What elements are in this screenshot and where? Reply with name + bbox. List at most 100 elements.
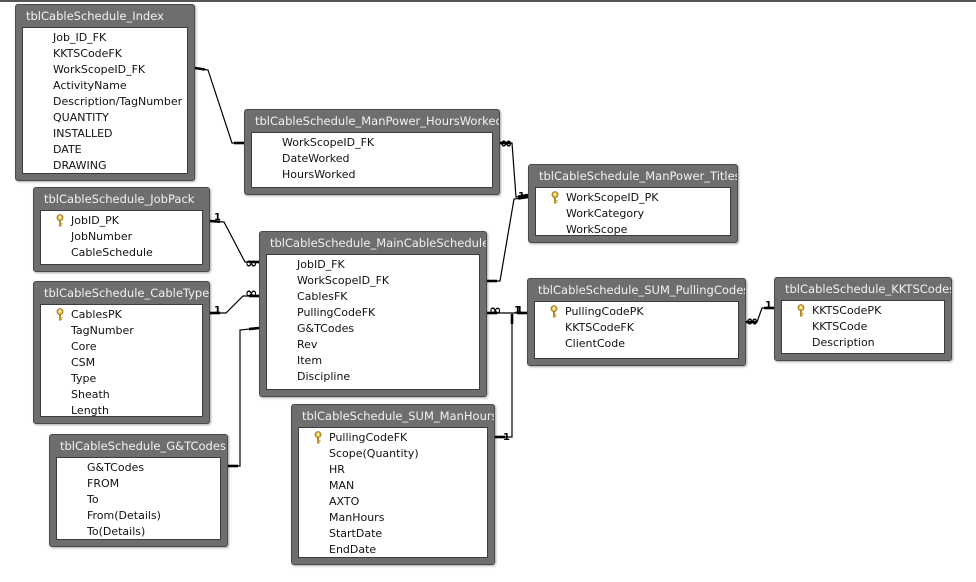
primary-key-field[interactable]: PullingCodePK bbox=[535, 304, 738, 320]
field[interactable]: HR bbox=[299, 462, 487, 478]
field-name: TagNumber bbox=[71, 324, 134, 337]
field[interactable]: Core bbox=[41, 339, 202, 355]
table-title[interactable]: tblCableSchedule_ManPower_Titles bbox=[539, 169, 737, 183]
field[interactable]: G&TCodes bbox=[267, 321, 479, 337]
field[interactable]: StartDate bbox=[299, 526, 487, 542]
field[interactable]: Scope(Quantity) bbox=[299, 446, 487, 462]
field-name: DRAWING bbox=[53, 159, 107, 172]
field[interactable]: JobNumber bbox=[41, 229, 202, 245]
field[interactable]: FROM bbox=[57, 476, 220, 492]
field-name: JobNumber bbox=[71, 230, 133, 243]
primary-key-field[interactable]: JobID_PK bbox=[41, 213, 202, 229]
field[interactable]: CablesFK bbox=[267, 289, 479, 305]
field[interactable]: MAN bbox=[299, 478, 487, 494]
primary-key-field[interactable]: KKTSCodePK bbox=[782, 303, 944, 319]
field-name: HR bbox=[329, 463, 345, 476]
field[interactable]: Length bbox=[41, 403, 202, 419]
field[interactable]: WorkScopeID_FK bbox=[23, 62, 187, 78]
field-name: Sheath bbox=[71, 388, 110, 401]
field[interactable]: Description/TagNumber bbox=[23, 94, 187, 110]
table-title[interactable]: tblCableSchedule_CableType bbox=[44, 286, 209, 300]
field[interactable]: Sheath bbox=[41, 387, 202, 403]
field[interactable]: QUANTITY bbox=[23, 110, 187, 126]
field[interactable]: Rev bbox=[267, 337, 479, 353]
table-title[interactable]: tblCableSchedule_MainCableSchedule bbox=[270, 236, 486, 250]
field[interactable]: DateWorked bbox=[252, 151, 492, 167]
field[interactable]: INSTALLED bbox=[23, 126, 187, 142]
field[interactable]: To(Details) bbox=[57, 524, 220, 540]
field-name: WorkScope bbox=[566, 223, 628, 236]
field-name: FROM bbox=[87, 477, 120, 490]
field[interactable]: From(Details) bbox=[57, 508, 220, 524]
field[interactable]: Job_ID_FK bbox=[23, 30, 187, 46]
field[interactable]: DATE bbox=[23, 142, 187, 158]
rel-gt-main-line[interactable] bbox=[228, 327, 260, 467]
field[interactable]: TagNumber bbox=[41, 323, 202, 339]
table-title[interactable]: tblCableSchedule_KKTSCodes bbox=[785, 282, 951, 296]
field[interactable]: ManHours bbox=[299, 510, 487, 526]
primary-key-field[interactable]: WorkScopeID_PK bbox=[536, 190, 730, 206]
field[interactable]: AXTO bbox=[299, 494, 487, 510]
cardinality-label: 1 bbox=[214, 212, 221, 223]
rel-titles-main-line[interactable] bbox=[487, 196, 529, 282]
rel-index-hours-line[interactable] bbox=[194, 67, 244, 144]
table-title[interactable]: tblCableSchedule_SUM_PullingCodes bbox=[538, 283, 745, 297]
field[interactable]: KKTSCodeFK bbox=[23, 46, 187, 62]
field[interactable]: KKTSCodeFK bbox=[535, 320, 738, 336]
field[interactable]: HoursWorked bbox=[252, 167, 492, 183]
cardinality-label: ∞ bbox=[245, 284, 258, 302]
field[interactable]: EndDate bbox=[299, 542, 487, 558]
field[interactable]: WorkScopeID_FK bbox=[267, 273, 479, 289]
field[interactable]: WorkScope bbox=[536, 222, 730, 238]
field[interactable]: ActivityName bbox=[23, 78, 187, 94]
rel-manhours-pulling-line[interactable] bbox=[495, 314, 513, 438]
field-name: Type bbox=[71, 372, 97, 385]
field[interactable]: PullingCodeFK bbox=[267, 305, 479, 321]
field-name: KKTSCode bbox=[812, 320, 868, 333]
table-title[interactable]: tblCableSchedule_JobPack bbox=[44, 192, 195, 206]
table-title[interactable]: tblCableSchedule_G&TCodes bbox=[60, 439, 226, 453]
table-title[interactable]: tblCableSchedule_SUM_ManHours bbox=[302, 409, 494, 423]
field[interactable]: KKTSCode bbox=[782, 319, 944, 335]
field-name: ActivityName bbox=[53, 79, 127, 92]
field[interactable]: WorkScopeID_FK bbox=[252, 135, 492, 151]
field[interactable]: WorkCategory bbox=[536, 206, 730, 222]
field[interactable]: CableSchedule bbox=[41, 245, 202, 261]
primary-key-field[interactable]: CablesPK bbox=[41, 307, 202, 323]
field-name: JobID_FK bbox=[297, 258, 345, 271]
field[interactable]: Item bbox=[267, 353, 479, 369]
field-name: INSTALLED bbox=[53, 127, 113, 140]
field[interactable]: G&TCodes bbox=[57, 460, 220, 476]
field-name: Core bbox=[71, 340, 97, 353]
field[interactable]: JobID_FK bbox=[267, 257, 479, 273]
cardinality-label: 1 bbox=[765, 300, 772, 311]
window-top-border bbox=[0, 0, 976, 2]
field-name: PullingCodeFK bbox=[297, 306, 376, 319]
field[interactable]: ClientCode bbox=[535, 336, 738, 352]
field[interactable]: Discipline bbox=[267, 369, 479, 385]
primary-key-icon bbox=[549, 305, 559, 318]
field[interactable]: CSM bbox=[41, 355, 202, 371]
field-name: DATE bbox=[53, 143, 82, 156]
field[interactable]: Type bbox=[41, 371, 202, 387]
field[interactable]: To bbox=[57, 492, 220, 508]
field-name: EndDate bbox=[329, 543, 377, 556]
field[interactable]: Description bbox=[782, 335, 944, 351]
field[interactable]: DRAWING bbox=[23, 158, 187, 174]
primary-key-icon bbox=[55, 308, 65, 321]
table-title[interactable]: tblCableSchedule_Index bbox=[26, 9, 164, 23]
table-title[interactable]: tblCableSchedule_ManPower_HoursWorked bbox=[255, 114, 499, 128]
primary-key-field[interactable]: PullingCodeFK bbox=[299, 430, 487, 446]
cardinality-label: ∞ bbox=[489, 301, 502, 319]
